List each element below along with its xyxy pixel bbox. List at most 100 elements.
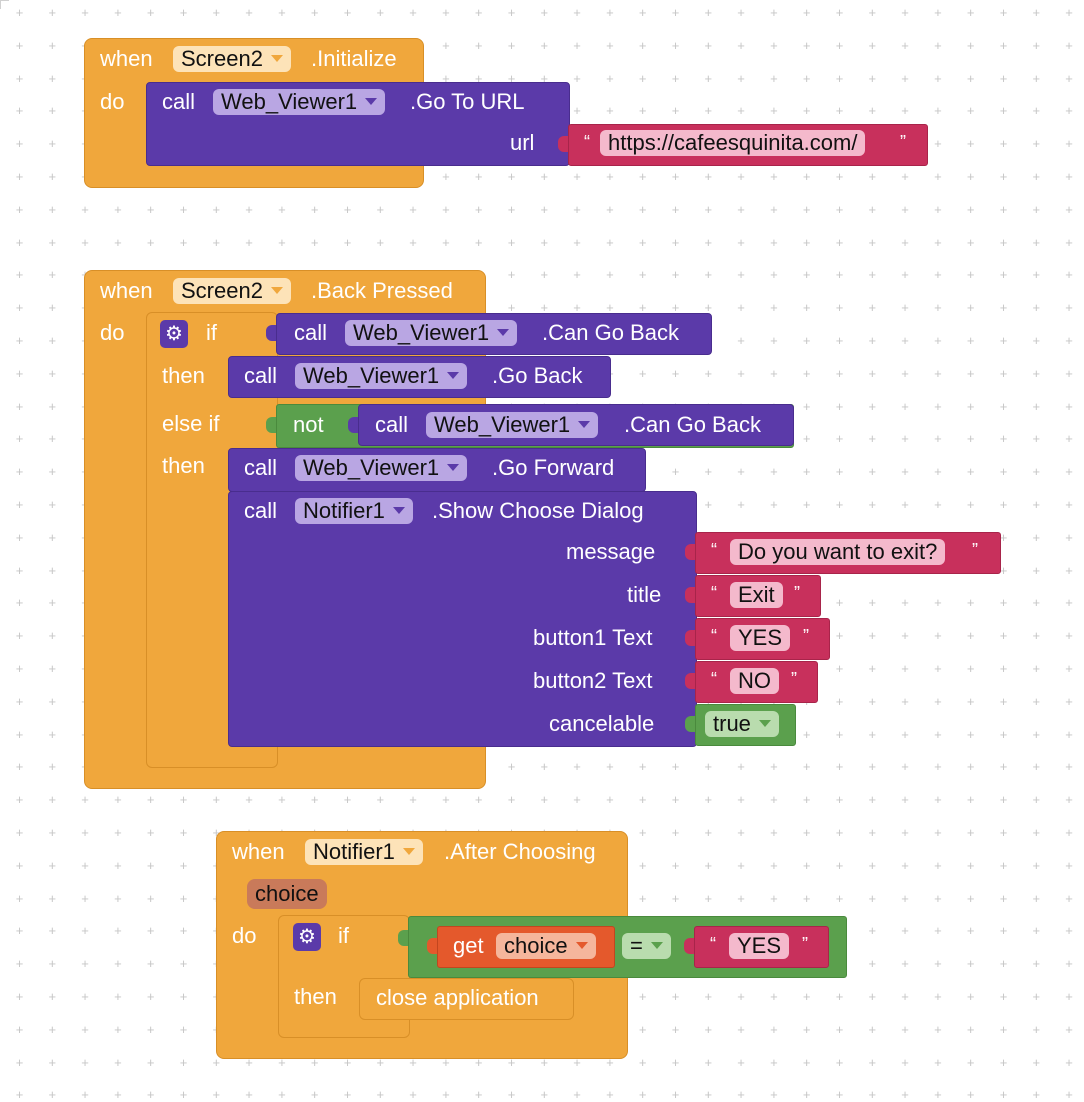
button2-text-value[interactable]: NO — [730, 668, 779, 694]
grid-plus-mark: + — [1065, 693, 1073, 709]
grid-plus-mark: + — [48, 136, 57, 152]
grid-plus-mark: + — [409, 792, 417, 808]
event-parameter-choice[interactable]: choice — [247, 879, 327, 909]
then-label: then — [294, 984, 337, 1009]
grid-plus-mark: + — [835, 825, 844, 840]
gear-icon[interactable]: ⚙ — [160, 320, 188, 348]
grid-plus-mark: + — [146, 825, 155, 840]
cancelable-arg-label: cancelable — [549, 711, 655, 736]
grid-plus-mark: + — [868, 1087, 877, 1102]
message-text-value[interactable]: Do you want to exit? — [730, 539, 946, 565]
grid-plus-mark: + — [1032, 267, 1041, 283]
chevron-down-icon — [575, 941, 588, 949]
component-dropdown-web-viewer1[interactable]: Web_Viewer1 — [345, 320, 518, 346]
component-dropdown-screen2[interactable]: Screen2 — [173, 278, 291, 304]
grid-plus-mark: + — [770, 1021, 778, 1037]
grid-plus-mark: + — [606, 300, 614, 316]
grid-plus-mark: + — [671, 300, 680, 316]
grid-plus-mark: + — [409, 201, 417, 217]
url-arg-label: url — [510, 130, 535, 155]
grid-plus-mark: + — [638, 1054, 647, 1070]
component-dropdown-web-viewer1[interactable]: Web_Viewer1 — [426, 412, 599, 438]
then-label: then — [162, 363, 205, 388]
grid-plus-mark: + — [15, 759, 24, 775]
button1-text-value[interactable]: YES — [730, 625, 791, 651]
grid-plus-mark: + — [48, 529, 57, 545]
do-label: do — [232, 923, 257, 948]
grid-plus-mark: + — [146, 1054, 155, 1070]
component-dropdown-screen2[interactable]: Screen2 — [173, 46, 291, 72]
grid-plus-mark: + — [999, 857, 1008, 873]
grid-plus-mark: + — [999, 792, 1008, 808]
grid-plus-mark: + — [999, 989, 1008, 1004]
grid-plus-mark: + — [146, 956, 155, 972]
operator-dropdown[interactable]: = — [622, 933, 671, 959]
grid-plus-mark: + — [15, 431, 24, 447]
boolean-dropdown-true[interactable]: true — [705, 711, 779, 737]
grid-plus-mark: + — [114, 1054, 122, 1070]
grid-plus-mark: + — [638, 989, 647, 1004]
event-name-label: .Initialize — [311, 46, 397, 71]
close-quote: ” — [803, 626, 809, 646]
grid-plus-mark: + — [737, 1021, 745, 1037]
grid-plus-mark: + — [114, 792, 122, 808]
grid-plus-mark: + — [212, 792, 221, 808]
grid-plus-mark: + — [770, 1087, 778, 1102]
url-text-value[interactable]: https://cafeesquinita.com/ — [600, 130, 866, 156]
grid-plus-mark: + — [901, 234, 909, 250]
grid-plus-mark: + — [507, 300, 516, 316]
grid-plus-mark: + — [573, 1054, 581, 1070]
grid-plus-mark: + — [442, 70, 450, 86]
grid-plus-mark: + — [573, 1087, 581, 1102]
grid-plus-mark: + — [901, 398, 909, 414]
grid-plus-mark: + — [802, 5, 811, 20]
component-dropdown-notifier1[interactable]: Notifier1 — [295, 498, 413, 524]
close-application-block[interactable] — [359, 978, 574, 1020]
title-text-value[interactable]: Exit — [730, 582, 783, 608]
grid-plus-mark: + — [179, 857, 188, 873]
grid-plus-mark: + — [966, 267, 975, 283]
grid-plus-mark: + — [507, 267, 516, 283]
grid-plus-mark: + — [868, 464, 877, 480]
grid-plus-mark: + — [934, 267, 942, 283]
grid-plus-mark: + — [507, 759, 516, 775]
grid-plus-mark: + — [802, 825, 811, 840]
grid-plus-mark: + — [212, 825, 221, 840]
method-name-label: .Show Choose Dialog — [432, 498, 644, 523]
grid-plus-mark: + — [540, 169, 549, 184]
grid-plus-mark: + — [770, 464, 778, 480]
grid-plus-mark: + — [310, 5, 319, 20]
component-dropdown-web-viewer1[interactable]: Web_Viewer1 — [213, 89, 386, 115]
grid-plus-mark: + — [1065, 792, 1073, 808]
grid-plus-mark: + — [606, 37, 614, 53]
grid-plus-mark: + — [999, 661, 1008, 676]
gear-icon[interactable]: ⚙ — [293, 923, 321, 951]
grid-plus-mark: + — [1065, 595, 1073, 611]
grid-plus-mark: + — [999, 1021, 1008, 1037]
component-dropdown-notifier1[interactable]: Notifier1 — [305, 839, 423, 865]
grid-plus-mark: + — [934, 1021, 942, 1037]
component-dropdown-web-viewer1[interactable]: Web_Viewer1 — [295, 363, 468, 389]
grid-plus-mark: + — [15, 529, 24, 545]
grid-plus-mark: + — [442, 5, 450, 20]
grid-plus-mark: + — [573, 70, 581, 86]
grid-plus-mark: + — [48, 497, 57, 512]
variable-dropdown-choice[interactable]: choice — [496, 933, 596, 959]
grid-plus-mark: + — [966, 431, 975, 447]
grid-plus-mark: + — [901, 431, 909, 447]
if-label: if — [206, 320, 217, 345]
grid-plus-mark: + — [48, 37, 57, 53]
do-label: do — [100, 320, 125, 345]
grid-plus-mark: + — [15, 857, 24, 873]
call-show-choose-dialog-block[interactable] — [228, 491, 697, 747]
grid-plus-mark: + — [15, 103, 24, 119]
grid-plus-mark: + — [15, 398, 24, 414]
grid-plus-mark: + — [868, 857, 877, 873]
grid-plus-mark: + — [15, 136, 24, 152]
yes-text-value[interactable]: YES — [729, 933, 790, 959]
component-dropdown-web-viewer1[interactable]: Web_Viewer1 — [295, 455, 468, 481]
grid-plus-mark: + — [999, 1087, 1008, 1102]
grid-plus-mark: + — [802, 169, 811, 184]
grid-plus-mark: + — [770, 890, 778, 906]
grid-plus-mark: + — [934, 169, 942, 184]
